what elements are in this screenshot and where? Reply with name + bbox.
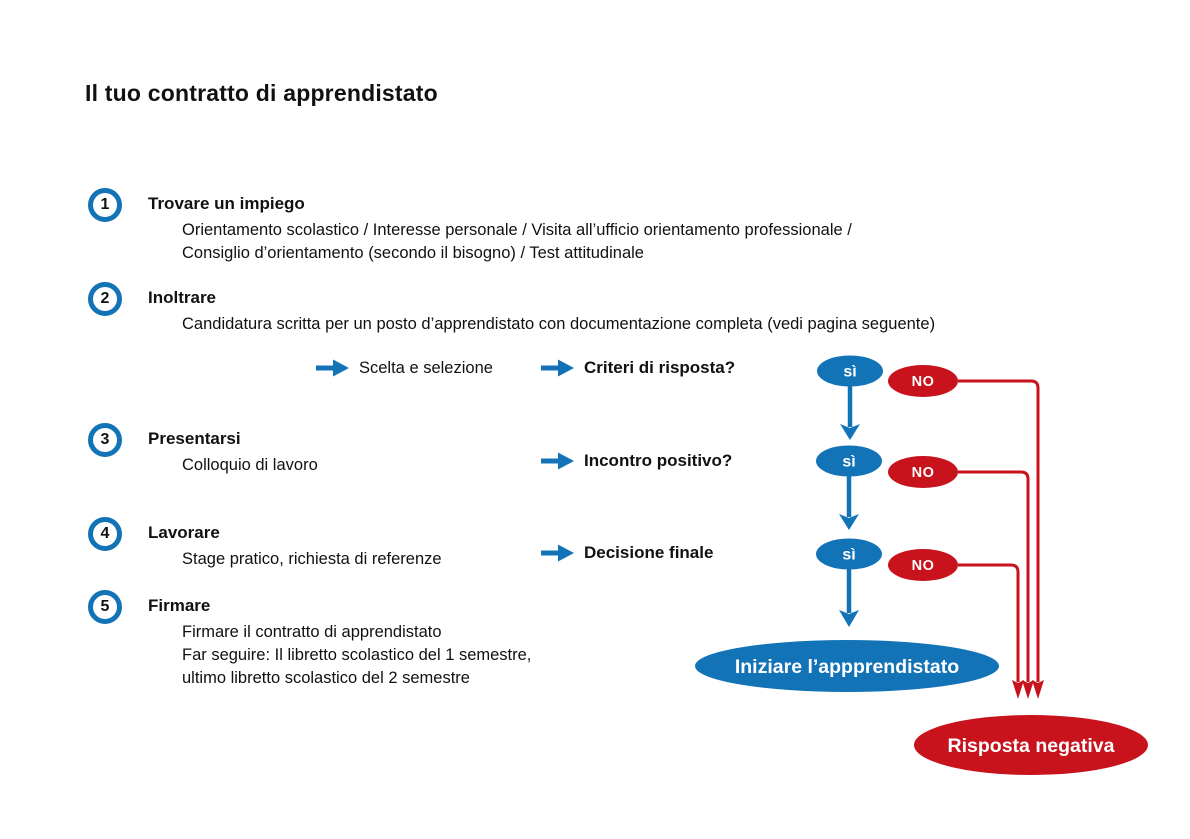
no-1-connector-line xyxy=(958,379,1040,682)
step-number: 2 xyxy=(100,290,110,307)
question-1-row: Criteri di risposta? xyxy=(541,357,735,379)
positive-end-ellipse xyxy=(695,640,999,692)
negative-end-ellipse xyxy=(914,715,1148,775)
arrow-down-icon xyxy=(839,514,859,530)
arrow-right-icon xyxy=(541,452,574,470)
description-line: Firmare il contratto di apprendistato xyxy=(182,623,442,641)
step-number: 3 xyxy=(100,431,110,448)
arrow-down-icon xyxy=(1022,680,1034,699)
yes-ellipse xyxy=(817,355,883,387)
yes-label: sì xyxy=(842,547,855,564)
no-label: NO xyxy=(912,465,935,481)
no-ellipse xyxy=(888,365,958,397)
no-ellipse xyxy=(888,549,958,581)
negative-end-node: Risposta negativa xyxy=(914,715,1148,775)
no-label: NO xyxy=(912,374,935,390)
description-line: Orientamento scolastico / Interesse pers… xyxy=(182,221,852,239)
no-2-connector-line xyxy=(958,470,1030,682)
arrow-down-icon xyxy=(840,424,860,440)
question-1-label: Criteri di risposta? xyxy=(584,358,736,377)
step-3-number-badge: 3 xyxy=(88,423,122,457)
yes-label: sì xyxy=(843,364,856,381)
arrow-down-icon xyxy=(839,610,859,627)
step-4-description: Stage pratico, richiesta di referenze xyxy=(182,548,442,571)
page-title: Il tuo contratto di apprendistato xyxy=(85,80,438,106)
question-2-label: Incontro positivo? xyxy=(584,451,733,470)
description-line: ultimo libretto scolastico del 2 semestr… xyxy=(182,669,470,687)
description-line: Colloquio di lavoro xyxy=(182,456,318,474)
yes-ellipse xyxy=(816,538,882,570)
arrow-right-icon xyxy=(316,359,349,377)
yes-ellipse xyxy=(816,445,882,477)
step-1-description: Orientamento scolastico / Interesse pers… xyxy=(182,219,852,265)
selection-step: Scelta e selezione xyxy=(316,357,493,379)
no-node-2: NO xyxy=(888,456,958,488)
question-3-label: Decisione finale xyxy=(584,543,714,562)
arrow-down-icon xyxy=(1012,680,1024,699)
step-4-number-badge: 4 xyxy=(88,517,122,551)
step-number: 4 xyxy=(100,525,110,542)
step-5-number-badge: 5 xyxy=(88,590,122,624)
step-1-number-badge: 1 xyxy=(88,188,122,222)
step-number: 1 xyxy=(100,196,110,213)
selection-label: Scelta e selezione xyxy=(359,358,493,377)
step-4-title: Lavorare xyxy=(148,523,220,542)
positive-end-label: Iniziare l’appprendistato xyxy=(735,656,959,678)
step-2-description: Candidatura scritta per un posto d’appre… xyxy=(182,313,935,336)
step-1-title: Trovare un impiego xyxy=(148,194,305,213)
step-5-title: Firmare xyxy=(148,596,211,615)
yes-node-3: sì xyxy=(816,538,882,570)
description-line: Consiglio d’orientamento (secondo il bis… xyxy=(182,244,644,262)
step-2-number-badge: 2 xyxy=(88,282,122,316)
arrow-right-icon xyxy=(541,544,574,562)
no-ellipse xyxy=(888,456,958,488)
description-line: Candidatura scritta per un posto d’appre… xyxy=(182,315,936,333)
step-3-description: Colloquio di lavoro xyxy=(182,454,318,477)
yes-label: sì xyxy=(842,454,855,471)
question-3-row: Decisione finale xyxy=(541,542,713,564)
step-5-description: Firmare il contratto di apprendistato Fa… xyxy=(182,621,531,690)
arrow-right-icon xyxy=(541,359,574,377)
description-line: Far seguire: Il libretto scolastico del … xyxy=(182,646,532,664)
step-2-title: Inoltrare xyxy=(148,288,217,307)
question-2-row: Incontro positivo? xyxy=(541,450,732,472)
negative-end-label: Risposta negativa xyxy=(948,735,1115,757)
arrow-down-icon xyxy=(1032,680,1044,699)
yes-node-1: sì xyxy=(817,355,883,387)
no-3-connector-line xyxy=(958,563,1020,682)
no-label: NO xyxy=(912,558,935,574)
no-node-1: NO xyxy=(888,365,958,397)
step-number: 5 xyxy=(100,598,110,615)
no-node-3: NO xyxy=(888,549,958,581)
yes-node-2: sì xyxy=(816,445,882,477)
description-line: Stage pratico, richiesta di referenze xyxy=(182,550,442,568)
positive-end-node: Iniziare l’appprendistato xyxy=(695,640,999,692)
step-3-title: Presentarsi xyxy=(148,429,241,448)
